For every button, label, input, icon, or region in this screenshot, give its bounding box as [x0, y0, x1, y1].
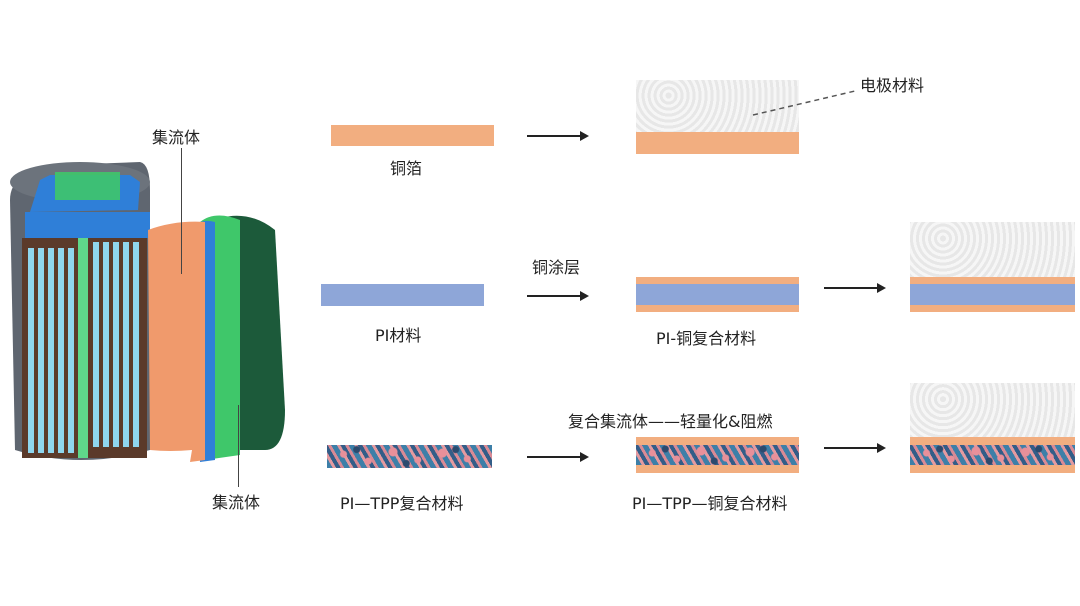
battery-cutaway: [0, 150, 300, 480]
label-current-collector-bottom: 集流体: [212, 493, 261, 512]
label-pi-copper-composite: PI-铜复合材料: [656, 329, 757, 348]
row3-out-copper-top: [910, 437, 1075, 445]
pi-material-bar: [321, 284, 484, 306]
electrode-layer-row3: [910, 383, 1075, 437]
label-composite-collector-header: 复合集流体——轻量化&阻燃: [568, 412, 773, 431]
row3-mid-copper-top: [636, 437, 799, 445]
label-electrode-material: 电极材料: [860, 76, 925, 95]
label-pi-material: PI材料: [375, 326, 422, 345]
battery-cutaway-icon: [10, 162, 285, 462]
leader-line-top: [181, 148, 182, 274]
arrow-row2-b: [824, 283, 886, 293]
row3-mid-tpp-core: [636, 445, 799, 465]
label-pi-tpp-composite: PI—TPP复合材料: [340, 494, 464, 513]
row3-out-copper-bottom: [910, 465, 1075, 473]
pi-copper-core: [636, 284, 799, 305]
arrow-row2: [527, 291, 589, 301]
copper-foil-bar: [331, 125, 494, 146]
arrow-row3-b: [824, 443, 886, 453]
row2-out-pi-core: [910, 284, 1075, 305]
row3-mid-copper-bottom: [636, 465, 799, 473]
pi-tpp-bar: [327, 445, 492, 468]
label-copper-foil: 铜箔: [390, 159, 423, 178]
label-copper-coating: 铜涂层: [532, 258, 581, 277]
annotation-dashed-line: [752, 90, 856, 116]
copper-foil-layer-row1: [636, 132, 799, 154]
label-pi-tpp-copper-composite: PI—TPP—铜复合材料: [632, 494, 788, 513]
pi-copper-top: [636, 277, 799, 284]
pi-copper-bottom: [636, 305, 799, 312]
arrow-row3: [527, 452, 589, 462]
row2-out-copper-top: [910, 277, 1075, 284]
label-current-collector-top: 集流体: [152, 128, 201, 147]
leader-line-bottom: [238, 405, 239, 487]
row2-out-copper-bottom: [910, 305, 1075, 312]
row3-out-tpp-core: [910, 445, 1075, 465]
electrode-material-layer: [636, 80, 799, 132]
electrode-layer-row2: [910, 222, 1075, 277]
arrow-row1: [527, 131, 589, 141]
